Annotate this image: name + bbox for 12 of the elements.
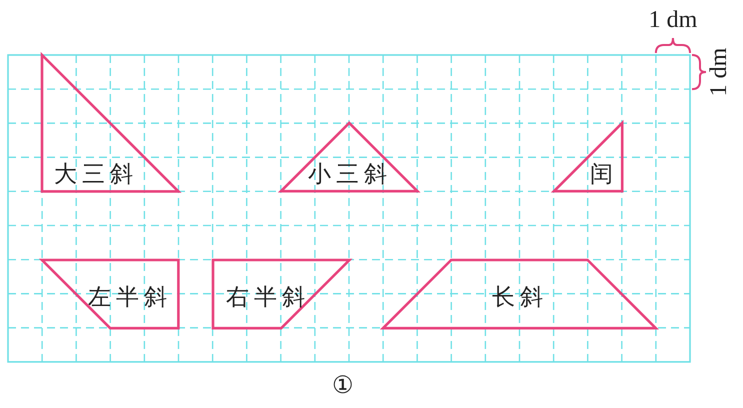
triangle-shape [278, 121, 420, 194]
shape-label: 大三斜 [54, 164, 138, 186]
figure-number: ① [332, 374, 354, 398]
shape-label: 闰 [590, 163, 618, 186]
triangle-shape [40, 53, 180, 194]
shape-label: 长斜 [492, 286, 548, 310]
dimension-label: 1 dm [707, 48, 731, 96]
trapezoid-shape [40, 258, 180, 330]
shape-label: 小三斜 [308, 163, 392, 186]
dimension-label: 1 dm [648, 8, 698, 32]
triangle-shape [552, 121, 624, 194]
trapezoid-shape [381, 258, 658, 330]
